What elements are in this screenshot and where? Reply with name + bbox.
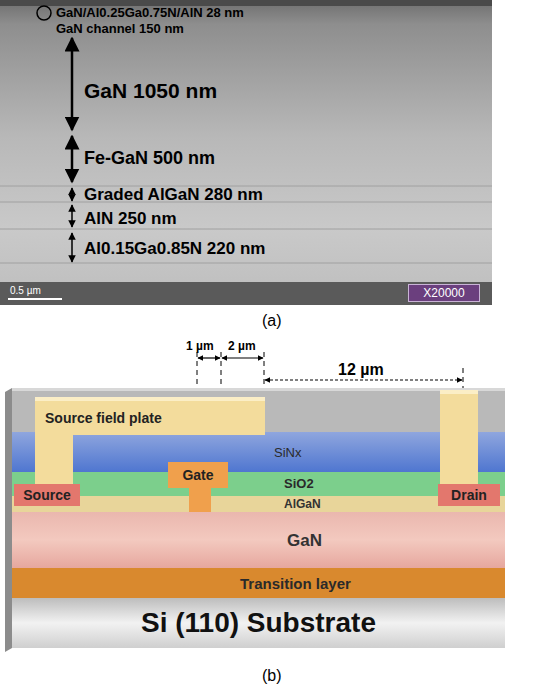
scale-label: 0.5 µm: [10, 286, 41, 296]
layer-label: AlN 250 nm: [84, 210, 177, 227]
gan-layer: GaN: [12, 512, 505, 568]
layer-label: Al0.15Ga0.85N 220 nm: [84, 240, 265, 257]
layer-boundaries: [0, 186, 492, 263]
sinx-layer: SiNx: [12, 432, 505, 472]
slab-side: [5, 388, 12, 652]
layer-label: X20000: [423, 287, 464, 299]
transition-layer: Transition layer: [12, 568, 505, 598]
drain-via: [440, 390, 478, 486]
layer-label: GaN/Al0.25Ga0.75N/AlN 28 nm: [56, 6, 244, 19]
source-via: [35, 432, 73, 486]
dimension-label: 1 µm: [186, 340, 214, 352]
layer-label: GaN 1050 nm: [84, 80, 217, 101]
thickness-arrows: [71, 38, 74, 262]
layer-label: Gate: [182, 468, 213, 482]
figure-caption: (a): [262, 313, 282, 329]
source-contact: Source: [14, 484, 80, 506]
scale-bar: [8, 298, 62, 300]
drain-contact: Drain: [438, 484, 500, 506]
layer-label: Si (110) Substrate: [141, 609, 376, 637]
sem-info-bar: [0, 282, 492, 305]
gate-stem: [189, 486, 211, 512]
layer-label: Fe-GaN 500 nm: [84, 149, 215, 167]
layer-label: Source: [23, 488, 70, 502]
layer-label: Transition layer: [240, 576, 351, 591]
layer-label: AlGaN: [284, 498, 321, 510]
sem-image: [0, 0, 492, 305]
layer-label: Graded AlGaN 280 nm: [84, 186, 263, 203]
field-plate: Source field plate: [35, 397, 265, 435]
dimension-arrows: [198, 358, 462, 380]
marker-circle: [37, 6, 51, 20]
substrate-layer: Si (110) Substrate: [12, 598, 505, 648]
algan-layer: AlGaN: [12, 496, 505, 512]
layer-label: Drain: [451, 488, 487, 502]
gate-electrode: Gate: [168, 462, 228, 488]
magnification-box: X20000: [408, 284, 480, 302]
layer-label: GaN channel 150 nm: [56, 22, 184, 35]
layer-label: SiNx: [274, 446, 301, 459]
dimension-label: 12 µm: [336, 362, 386, 378]
figure-caption: (b): [262, 668, 282, 684]
layer-label: GaN: [287, 532, 322, 549]
dimension-label: 2 µm: [228, 340, 256, 352]
layer-label: SiO2: [284, 477, 314, 490]
sio2-layer: SiO2: [12, 470, 505, 496]
layer-label: Source field plate: [45, 411, 162, 425]
